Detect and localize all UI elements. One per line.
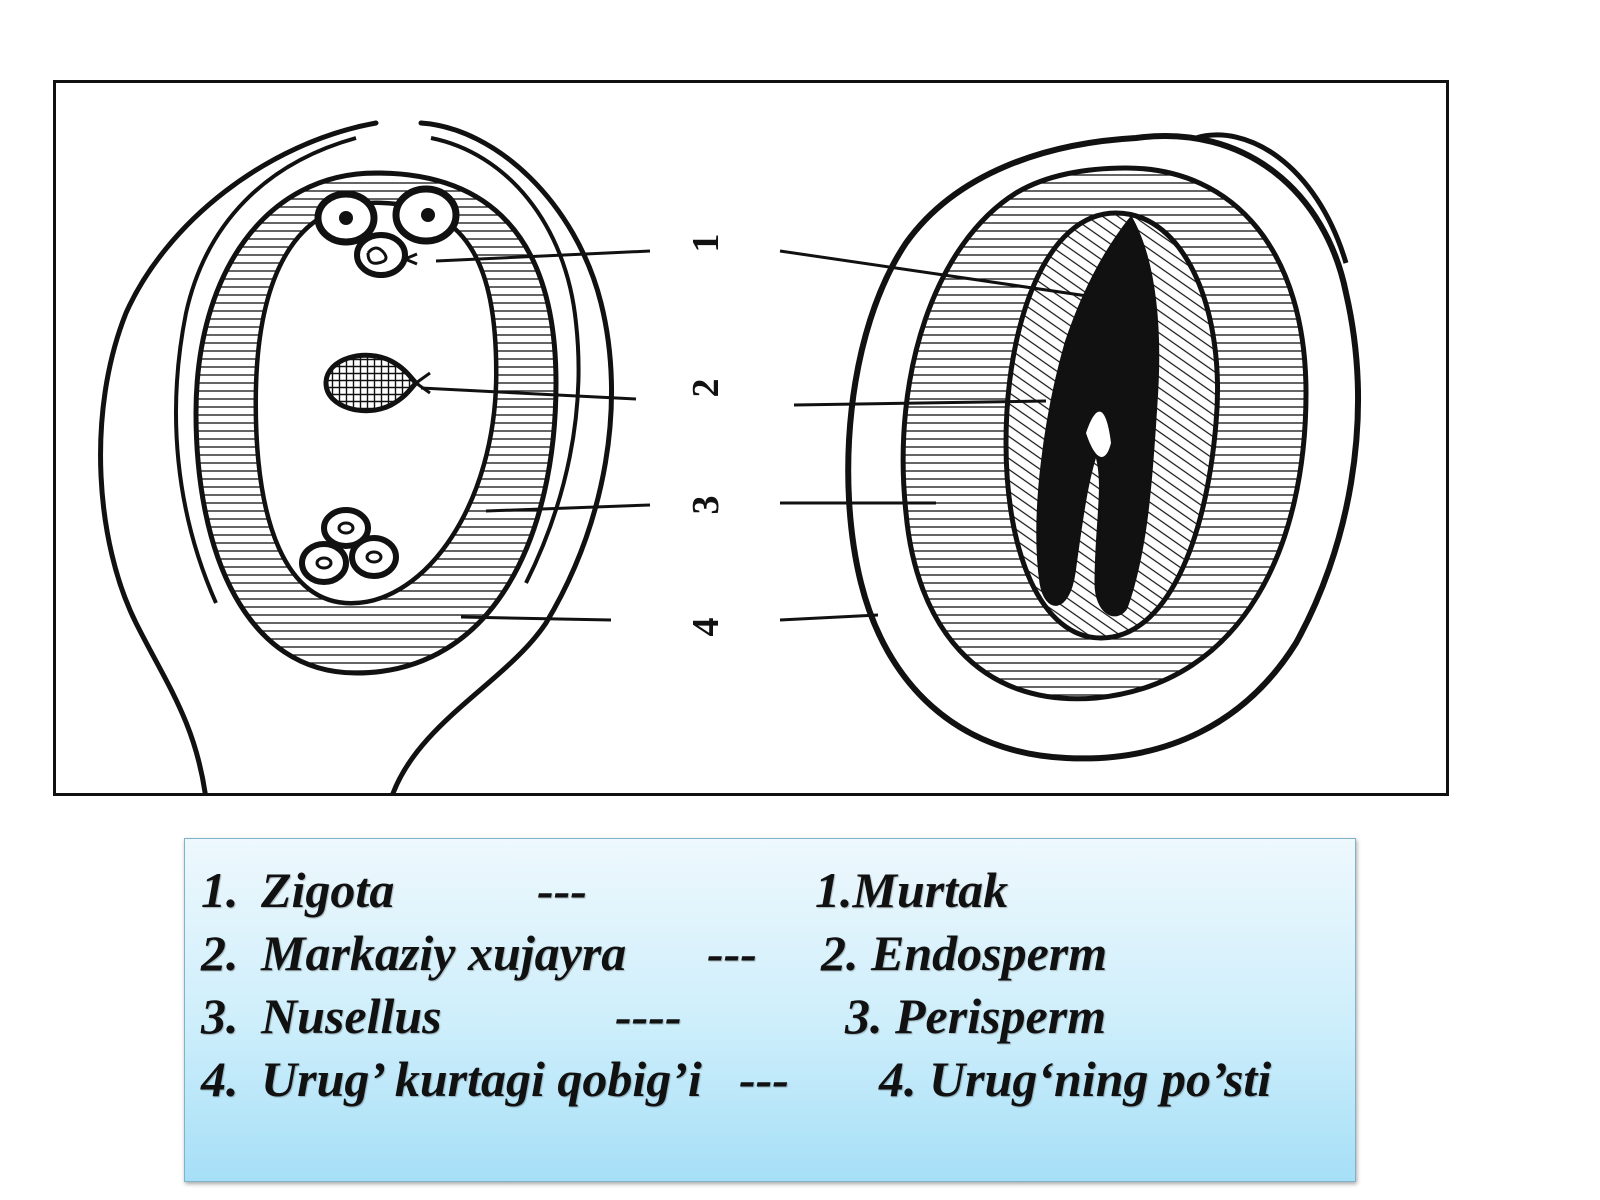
legend-seed-term: 4. Urug‘ning po’sti [879, 1051, 1272, 1107]
legend-separator: --- [537, 862, 587, 918]
legend-ovule-term: Nusellus [261, 988, 442, 1044]
seed-coat-outline [845, 133, 1361, 762]
central-cell-nucleus [323, 352, 431, 414]
legend-row-number: 3. [201, 988, 239, 1044]
callout-number-1: 1 [685, 234, 727, 253]
figure-frame: 1 2 3 4 [53, 80, 1449, 796]
ovule-pointer-lines [420, 249, 651, 622]
legend-row-number: 4. [201, 1051, 239, 1107]
callout-number-2: 2 [685, 379, 727, 398]
ovule-inner-integument [174, 136, 581, 604]
antipodal-cells [299, 507, 399, 585]
legend-seed-term: 1.Murtak [815, 862, 1009, 918]
legend-row-3: 3. Nusellus ---- 3. Perisperm [185, 983, 1357, 1049]
seed-pointer-lines [779, 249, 1102, 622]
legend-separator: --- [739, 1051, 789, 1107]
legend-ovule-term: Zigota [261, 862, 395, 918]
legend-row-2: 2. Markaziy xujayra --- 2. Endosperm [185, 920, 1357, 986]
legend-ovule-term: Markaziy xujayra [261, 925, 627, 981]
legend-seed-term: 2. Endosperm [821, 925, 1108, 981]
legend-separator: --- [707, 925, 757, 981]
legend-row-number: 2. [201, 925, 239, 981]
zygote-cell [354, 232, 418, 278]
ovule-integument-outline [98, 120, 614, 793]
legend-row-4: 4. Urug’ kurtagi qobig’i --- 4. Urug‘nin… [185, 1046, 1357, 1112]
legend-row-number: 1. [201, 862, 239, 918]
legend-box: 1. Zigota --- 1.Murtak 2. Markaziy xujay… [184, 838, 1356, 1182]
ovule-seed-diagram: 1 2 3 4 [98, 120, 1361, 793]
ovule-drawing [98, 120, 651, 793]
legend-ovule-term: Urug’ kurtagi qobig’i [261, 1051, 702, 1107]
legend-row-1: 1. Zigota --- 1.Murtak [185, 857, 1357, 923]
callout-numbers: 1 2 3 4 [685, 234, 727, 637]
synergid-cells [314, 185, 460, 246]
seed-drawing [779, 132, 1361, 762]
legend-seed-term: 3. Perisperm [845, 988, 1107, 1044]
legend-separator: ---- [615, 988, 682, 1044]
callout-number-4: 4 [685, 618, 727, 637]
callout-number-3: 3 [685, 496, 727, 515]
